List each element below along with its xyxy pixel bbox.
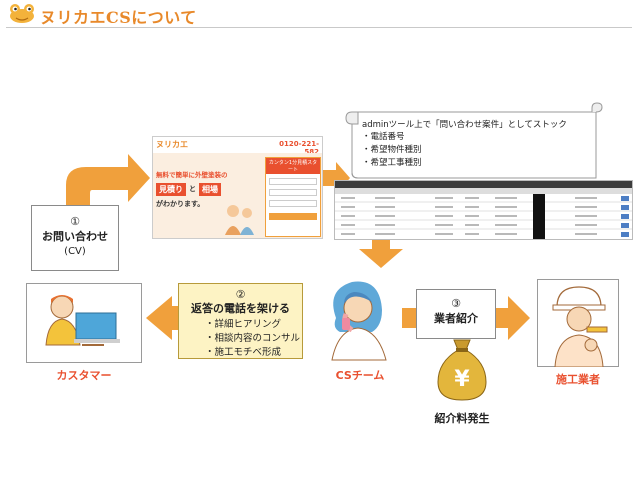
site-badge-estimate: 見積り <box>156 183 186 196</box>
money-bag-icon: ¥ <box>437 339 487 401</box>
referral-label: 業者紹介 <box>434 312 478 325</box>
admin-table <box>334 180 633 240</box>
redacted-column <box>533 194 545 239</box>
scroll-note-line: adminツール上で「問い合わせ案件」としてストック <box>362 120 567 130</box>
page-title: ヌリカエCSについて <box>40 8 197 27</box>
site-form-cta: カンタン1分見積スタート <box>266 158 320 174</box>
title-divider <box>6 27 632 28</box>
scroll-shape <box>345 102 603 179</box>
cs-operator-icon <box>331 281 387 361</box>
inquiry-label: お問い合わせ <box>42 230 108 243</box>
inquiry-sub: (CV) <box>64 246 86 257</box>
customer-illustration-icon <box>26 283 142 363</box>
site-logo: ヌリカエ <box>156 140 188 149</box>
site-headline: 無料で簡単に外壁塗装の <box>156 171 228 179</box>
site-form-submit-button[interactable] <box>269 213 317 220</box>
contractor-illustration-icon <box>537 279 619 367</box>
money-bag-symbol: ¥ <box>454 367 470 392</box>
arrow-referral-to-contractor <box>496 296 530 340</box>
call-title: 返答の電話を架ける <box>191 302 290 315</box>
site-badge-price: 相場 <box>199 183 221 196</box>
arrow-cs-to-customer <box>146 296 178 340</box>
step-number: ② <box>235 288 246 301</box>
site-form[interactable]: カンタン1分見積スタート <box>265 157 321 237</box>
inquiry-box: ① お問い合わせ (CV) <box>31 205 119 271</box>
referral-box: ③ 業者紹介 <box>416 289 496 339</box>
scroll-note-item: ・電話番号 <box>362 132 405 142</box>
admin-table-topbar <box>335 181 632 188</box>
site-phone: 0120-221-582 <box>279 140 319 156</box>
scroll-note-item: ・希望工事種別 <box>362 158 422 168</box>
call-bullets: ・詳細ヒアリング ・相談内容のコンサル ・施工モチベ形成 <box>205 318 302 360</box>
customer-label: カスタマー <box>56 369 112 382</box>
site-form-field[interactable] <box>269 178 317 185</box>
contractor-label: 施工業者 <box>556 373 600 386</box>
arrow-cs-to-referral <box>402 308 416 328</box>
site-preview: ヌリカエ 0120-221-582 無料で簡単に外壁塗装の 見積り と 相場 が… <box>152 136 323 239</box>
call-bullet: ・相談内容のコンサル <box>205 333 301 344</box>
site-preview-header: ヌリカエ 0120-221-582 <box>153 137 322 156</box>
site-tagline: がわかります。 <box>156 200 205 208</box>
step-number: ③ <box>451 297 461 310</box>
cs-team-label: CSチーム <box>335 369 385 382</box>
frog-logo-icon <box>10 4 34 23</box>
site-badge-and: と <box>189 185 196 193</box>
fee-label: 紹介料発生 <box>434 412 490 425</box>
site-form-field[interactable] <box>269 200 317 207</box>
call-box: ② 返答の電話を架ける ・詳細ヒアリング ・相談内容のコンサル ・施工モチベ形成 <box>178 283 303 359</box>
admin-table-rows <box>335 194 632 239</box>
call-bullet: ・施工モチベ形成 <box>205 347 282 358</box>
arrow-inquiry-to-site <box>66 154 150 205</box>
site-form-field[interactable] <box>269 189 317 196</box>
family-illustration-icon <box>225 205 254 235</box>
call-bullet: ・詳細ヒアリング <box>205 319 282 330</box>
step-number: ① <box>70 215 80 228</box>
header: ヌリカエCSについて <box>6 2 632 28</box>
scroll-note: adminツール上で「問い合わせ案件」としてストック ・電話番号 ・希望物件種別… <box>362 119 600 170</box>
arrow-admin-to-cs <box>359 236 403 268</box>
scroll-note-item: ・希望物件種別 <box>362 145 422 155</box>
admin-table-header <box>335 188 632 194</box>
